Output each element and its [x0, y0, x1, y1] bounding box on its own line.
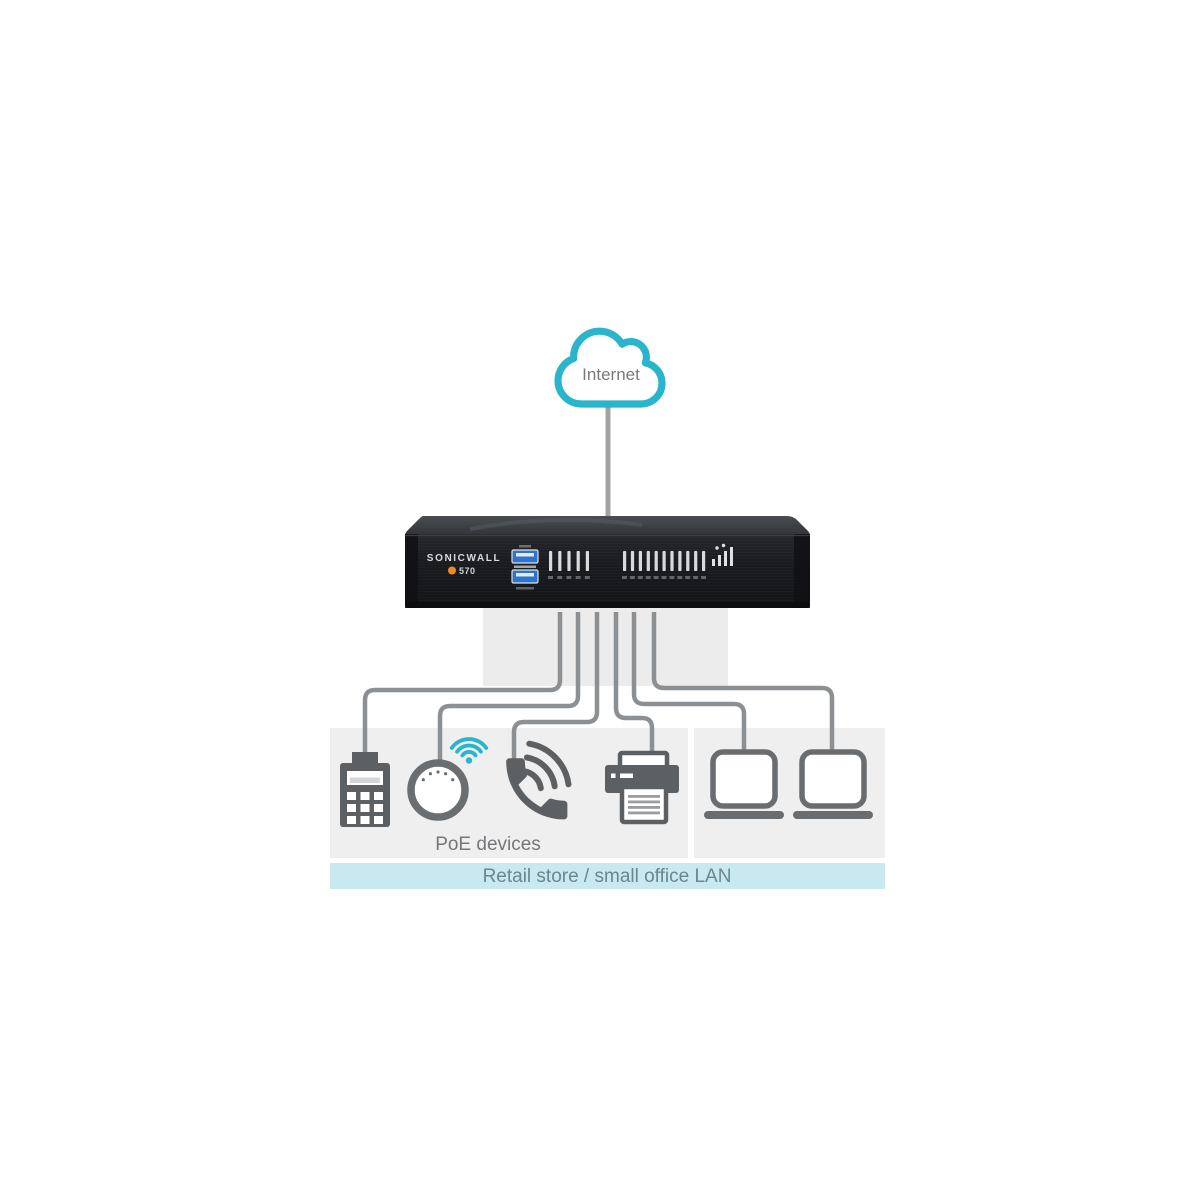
led-group-front-left — [548, 551, 590, 579]
led-bar — [638, 551, 642, 571]
laptop-icon — [704, 749, 784, 819]
led-bar — [567, 551, 571, 571]
access-point-vents — [421, 770, 455, 782]
status-bar — [718, 555, 721, 566]
phone-sound-waves — [521, 740, 572, 792]
led-bar — [585, 551, 589, 571]
port-label-tick — [548, 576, 553, 579]
usb-ports — [511, 545, 539, 590]
port-label-tick — [701, 576, 706, 579]
signal-status-icon — [712, 543, 733, 566]
cloud-icon: Internet — [554, 327, 666, 408]
port-label-tick — [566, 576, 572, 579]
port-label-tick — [653, 576, 659, 579]
port-label-tick — [677, 576, 683, 579]
usb-divider-label — [514, 565, 536, 568]
printer-paper-output — [619, 784, 669, 825]
lan-connection-lines — [362, 612, 835, 766]
led-bar — [662, 551, 666, 571]
terminal-display-line — [350, 777, 380, 783]
pos-terminal-icon — [340, 752, 390, 827]
status-dot — [721, 543, 726, 548]
status-bar — [712, 559, 715, 566]
lan-banner — [330, 863, 885, 889]
port-label-tick — [557, 576, 563, 579]
led-bar — [670, 551, 674, 571]
firewall-logo-dot — [448, 566, 456, 575]
status-dot — [715, 546, 719, 550]
access-point-ring — [407, 759, 469, 821]
firewall-left-bezel — [405, 534, 418, 608]
port-label-tick — [575, 576, 581, 579]
port-label-tick — [584, 576, 590, 579]
firewall-model: 570 — [459, 566, 476, 576]
printer-paper-lines — [628, 795, 660, 815]
firewall-bottom-strip — [406, 602, 809, 608]
led-bar — [678, 551, 682, 571]
access-point-icon — [407, 737, 489, 821]
line-to-phone — [511, 612, 600, 766]
status-bar — [724, 551, 727, 566]
printer-indicator — [611, 773, 616, 778]
line-to-printer — [613, 612, 655, 757]
port-label-tick — [661, 576, 667, 579]
usb-port-2-tongue — [516, 573, 534, 577]
port-label-tick — [645, 576, 651, 579]
terminal-connector-tab — [352, 752, 378, 765]
line-to-laptop-1 — [631, 612, 747, 753]
led-bar — [576, 551, 580, 571]
led-bar — [654, 551, 658, 571]
wifi-dot — [465, 757, 473, 764]
shading-column — [483, 606, 728, 686]
port-label-tick — [637, 576, 643, 579]
firewall-appliance: SONICWALL 570 — [405, 516, 810, 608]
terminal-keypad — [347, 792, 383, 824]
led-bar — [630, 551, 635, 571]
firewall-top-emblem — [469, 517, 643, 531]
led-bar — [702, 551, 706, 571]
poe-devices-label: PoE devices — [435, 834, 541, 855]
laptop-base — [793, 811, 873, 819]
line-to-laptop-2 — [651, 612, 835, 753]
line-to-access-point — [437, 612, 581, 764]
lan-laptops — [704, 749, 873, 819]
printer-icon — [605, 750, 679, 825]
usb-label-mark-2 — [516, 587, 534, 590]
port-label-tick — [622, 576, 627, 579]
port-label-tick — [693, 576, 699, 579]
lan-banner-label: Retail store / small office LAN — [483, 866, 732, 887]
led-bar — [623, 551, 627, 571]
laptop-icon — [793, 749, 873, 819]
led-bar — [549, 551, 553, 571]
led-group-front-right — [622, 551, 706, 579]
port-label-tick — [685, 576, 691, 579]
firewall-front-texture — [405, 534, 810, 608]
led-bar — [694, 551, 698, 571]
firewall-top-face — [405, 516, 810, 536]
led-bar — [558, 551, 562, 571]
led-bar — [646, 551, 650, 571]
firewall-right-bezel — [794, 534, 810, 608]
cloud-outline — [554, 327, 666, 408]
usb-label-mark — [519, 545, 531, 548]
usb-port-1-tongue — [516, 553, 534, 557]
phone-icon — [506, 740, 572, 820]
laptop-screen — [710, 749, 778, 809]
laptop-screen — [799, 749, 867, 809]
phone-handset — [506, 758, 568, 820]
led-bar — [686, 551, 690, 571]
firewall-brand: SONICWALL — [427, 553, 501, 564]
laptop-base — [704, 811, 784, 819]
printer-indicator-bar — [620, 773, 633, 778]
wifi-icon — [449, 737, 489, 758]
line-to-pos-terminal — [362, 612, 563, 754]
port-label-tick — [669, 576, 675, 579]
internet-label: Internet — [582, 365, 640, 384]
status-bar — [730, 547, 733, 566]
port-label-tick — [629, 576, 635, 579]
